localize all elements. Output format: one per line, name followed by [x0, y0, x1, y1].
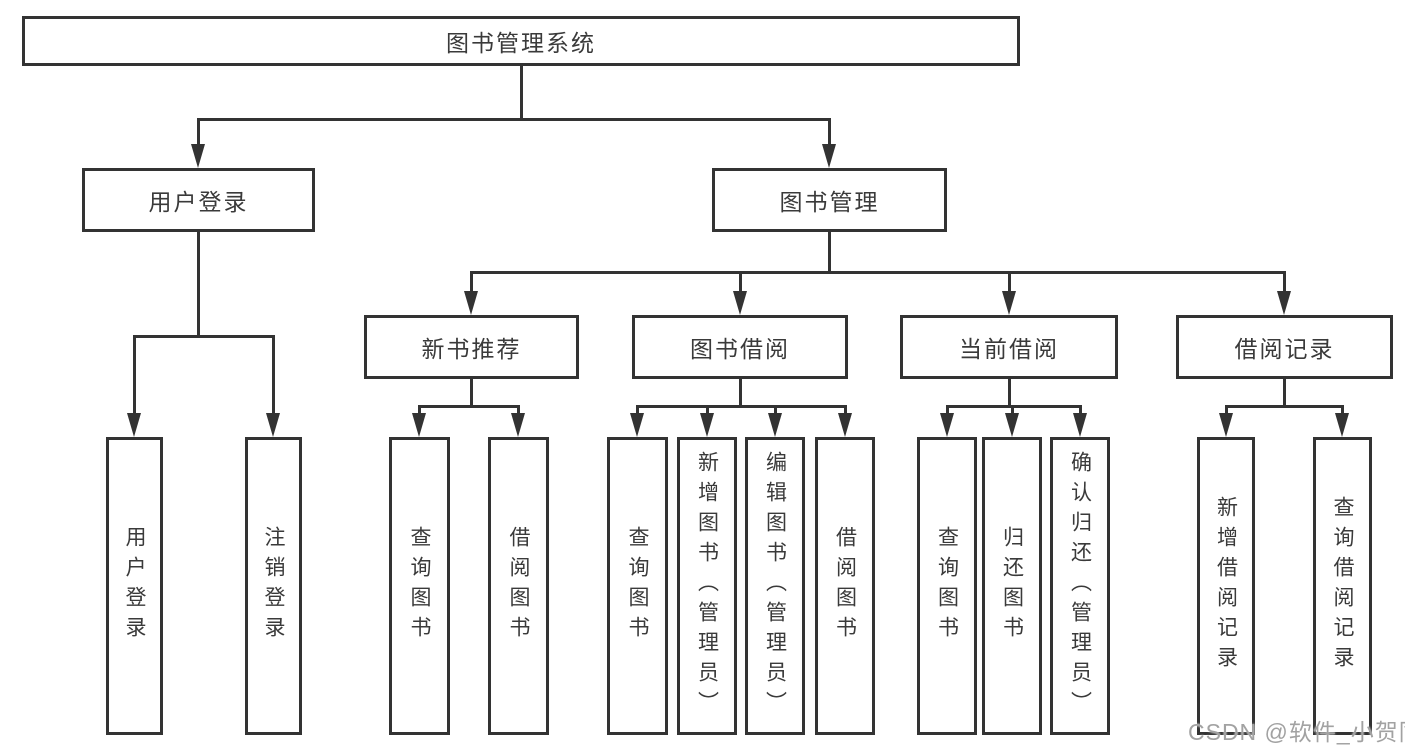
connector-line: [1283, 271, 1286, 293]
connector-line: [197, 118, 200, 146]
leaf-label: 查询图书: [626, 526, 649, 646]
leaf-label: 查询图书: [408, 526, 431, 646]
connector-newbook-split: [419, 405, 519, 408]
leaf-query-books: 查询图书: [917, 437, 977, 735]
connector-userlogin-stem: [197, 230, 200, 337]
leaf-return-books: 归还图书: [982, 437, 1042, 735]
leaf-label: 用户登录: [123, 526, 146, 646]
connector-line: [1079, 405, 1082, 415]
arrowhead-icon: [822, 144, 836, 168]
node-new-book-recommendation: 新书推荐: [364, 315, 579, 379]
node-user-login: 用户登录: [82, 168, 315, 232]
arrowhead-icon: [1277, 291, 1291, 315]
leaf-user-login: 用户登录: [106, 437, 163, 735]
connector-line: [636, 405, 639, 415]
connector-current-stem: [1008, 377, 1011, 407]
connector-records-split: [1226, 405, 1343, 408]
leaf-query-borrow-record: 查询借阅记录: [1313, 437, 1372, 735]
connector-borrow-stem: [739, 377, 742, 407]
connector-line: [1011, 405, 1014, 415]
connector-line: [844, 405, 847, 415]
arrowhead-icon: [733, 291, 747, 315]
leaf-borrow-books: 借阅图书: [488, 437, 549, 735]
leaf-label: 注销登录: [262, 526, 285, 646]
node-book-borrowing: 图书借阅: [632, 315, 848, 379]
arrowhead-icon: [266, 413, 280, 437]
arrowhead-icon: [464, 291, 478, 315]
leaf-label: 查询借阅记录: [1331, 496, 1354, 676]
connector-userlogin-split: [134, 335, 274, 338]
connector-line: [133, 335, 136, 415]
leaf-borrow-books: 借阅图书: [815, 437, 875, 735]
arrowhead-icon: [1073, 413, 1087, 437]
leaf-label: 借阅图书: [833, 526, 857, 646]
connector-line: [1341, 405, 1344, 415]
leaf-label: 归还图书: [1000, 526, 1024, 646]
watermark: CSDN @软件_小贺同学: [1188, 719, 1405, 745]
connector-line: [1225, 405, 1228, 415]
connector-line: [946, 405, 949, 415]
arrowhead-icon: [511, 413, 525, 437]
arrowhead-icon: [838, 413, 852, 437]
leaf-add-books-admin: 新增图书（管理员）: [677, 437, 737, 735]
connector-line: [828, 118, 831, 146]
arrowhead-icon: [768, 413, 782, 437]
arrowhead-icon: [127, 413, 141, 437]
leaf-query-books: 查询图书: [607, 437, 668, 735]
connector-line: [1008, 271, 1011, 293]
leaf-edit-books-admin: 编辑图书（管理员）: [745, 437, 805, 735]
leaf-logout: 注销登录: [245, 437, 302, 735]
arrowhead-icon: [1005, 413, 1019, 437]
leaf-label: 编辑图书（管理员）: [763, 451, 787, 721]
connector-line: [517, 405, 520, 415]
connector-line: [739, 271, 742, 293]
arrowhead-icon: [700, 413, 714, 437]
connector-root-split: [198, 118, 830, 121]
node-library-management-system: 图书管理系统: [22, 16, 1020, 66]
arrowhead-icon: [1002, 291, 1016, 315]
connector-line: [774, 405, 777, 415]
leaf-label: 新增图书（管理员）: [695, 451, 719, 721]
node-borrowing-records: 借阅记录: [1176, 315, 1393, 379]
connector-borrow-split: [637, 405, 846, 408]
connector-line: [470, 271, 473, 293]
leaf-label: 借阅图书: [507, 526, 530, 646]
leaf-label: 查询图书: [935, 526, 959, 646]
arrowhead-icon: [630, 413, 644, 437]
arrowhead-icon: [940, 413, 954, 437]
connector-bookmgmt-stem: [828, 230, 831, 273]
connector-root-stem: [520, 66, 523, 120]
connector-line: [418, 405, 421, 415]
leaf-add-borrow-record: 新增借阅记录: [1197, 437, 1255, 735]
node-current-borrowing: 当前借阅: [900, 315, 1118, 379]
leaf-confirm-return-admin: 确认归还（管理员）: [1050, 437, 1110, 735]
leaf-label: 确认归还（管理员）: [1068, 451, 1092, 721]
connector-line: [272, 335, 275, 415]
arrowhead-icon: [1219, 413, 1233, 437]
leaf-query-books: 查询图书: [389, 437, 450, 735]
connector-records-stem: [1283, 377, 1286, 407]
connector-current-split: [947, 405, 1081, 408]
leaf-label: 新增借阅记录: [1214, 496, 1238, 676]
connector-newbook-stem: [470, 377, 473, 407]
arrowhead-icon: [191, 144, 205, 168]
arrowhead-icon: [1335, 413, 1349, 437]
connector-bookmgmt-split: [471, 271, 1285, 274]
connector-line: [706, 405, 709, 415]
arrowhead-icon: [412, 413, 426, 437]
node-book-management: 图书管理: [712, 168, 947, 232]
